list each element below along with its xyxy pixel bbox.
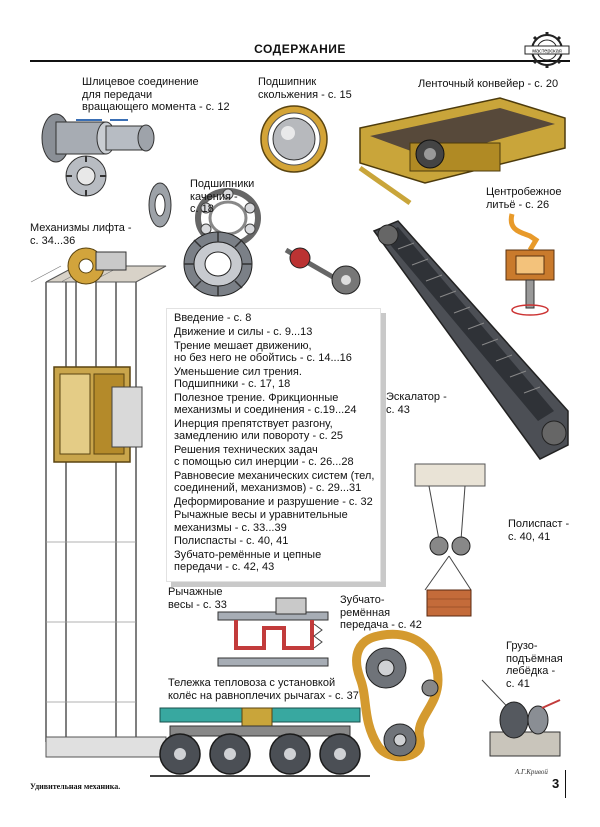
page-number-divider [565,770,566,798]
logo-gear-icon: мастерская [524,32,570,68]
lever-scales-illustration [217,597,329,667]
label-bogie: Тележка тепловоза с установкой колёс на … [168,677,359,702]
logo-text: мастерская [532,49,562,55]
escalator-illustration [372,220,569,460]
centrifugal-casting-illustration [505,213,555,316]
toc-item: Деформирование и разрушение - с. 32 [174,495,373,508]
winch-illustration [481,679,561,757]
toc-item: Введение - с. 8 [174,312,252,324]
label-conveyor: Ленточный конвейер - с. 20 [418,78,559,90]
label-rolling-bearing: Подшипники качения - с. 18 [190,178,255,215]
rolling-bearing-illustration [148,182,261,248]
footer-book-title: Удивительная механика. [30,782,121,791]
pulley-block-illustration [414,463,486,617]
belt-drive-illustration [352,629,443,762]
toc-item: Движение и силы - с. 9...13 [174,325,313,338]
page-number: 3 [552,776,560,791]
title-rule [30,60,570,62]
label-spline-coupling: Шлицевое соединение для передачи вращающ… [82,76,230,113]
label-elevator: Механизмы лифта - с. 34...36 [30,222,132,247]
conveyor-illustration [358,97,566,206]
artist-signature: А.Г.Кривой [515,768,548,776]
elevator-illustration [30,247,167,758]
toc-list: Введение - с. 8 Движение и силы - с. 9..… [174,312,374,575]
spline-coupling-illustration [41,113,155,197]
toc-item: Инерция препятствует разгону,замедлению … [174,417,344,442]
toc-item: Равновесие механических систем (тел,соед… [174,469,375,494]
page-title: СОДЕРЖАНИЕ [254,42,346,56]
label-winch: Грузо- подъёмная лебёдка - с. 41 [506,640,563,690]
label-lever-scales: Рычажные весы - с. 33 [168,586,227,611]
toc-item: Полиспасты - с. 40, 41 [174,535,289,548]
cam-mechanism-illustration [284,247,361,295]
label-belt-drive: Зубчато- ремённая передача - с. 42 [340,594,422,631]
label-pulley-block: Полиспаст - с. 40, 41 [508,518,570,543]
plain-bearing-illustration [260,105,328,173]
label-escalator: Эскалатор - с. 43 [386,391,447,416]
toc-box: Введение - с. 8 Движение и силы - с. 9..… [166,308,381,582]
label-plain-bearing: Подшипник скольжения - с. 15 [258,76,352,101]
label-centrifugal-casting: Центробежное литьё - с. 26 [486,186,562,211]
toc-item: Трение мешает движению,но без него не об… [174,339,352,364]
roller-bearing-illustration [183,231,253,297]
bogie-illustration [150,707,370,777]
toc-item: Уменьшение сил трения.Подшипники - с. 17… [174,365,302,390]
